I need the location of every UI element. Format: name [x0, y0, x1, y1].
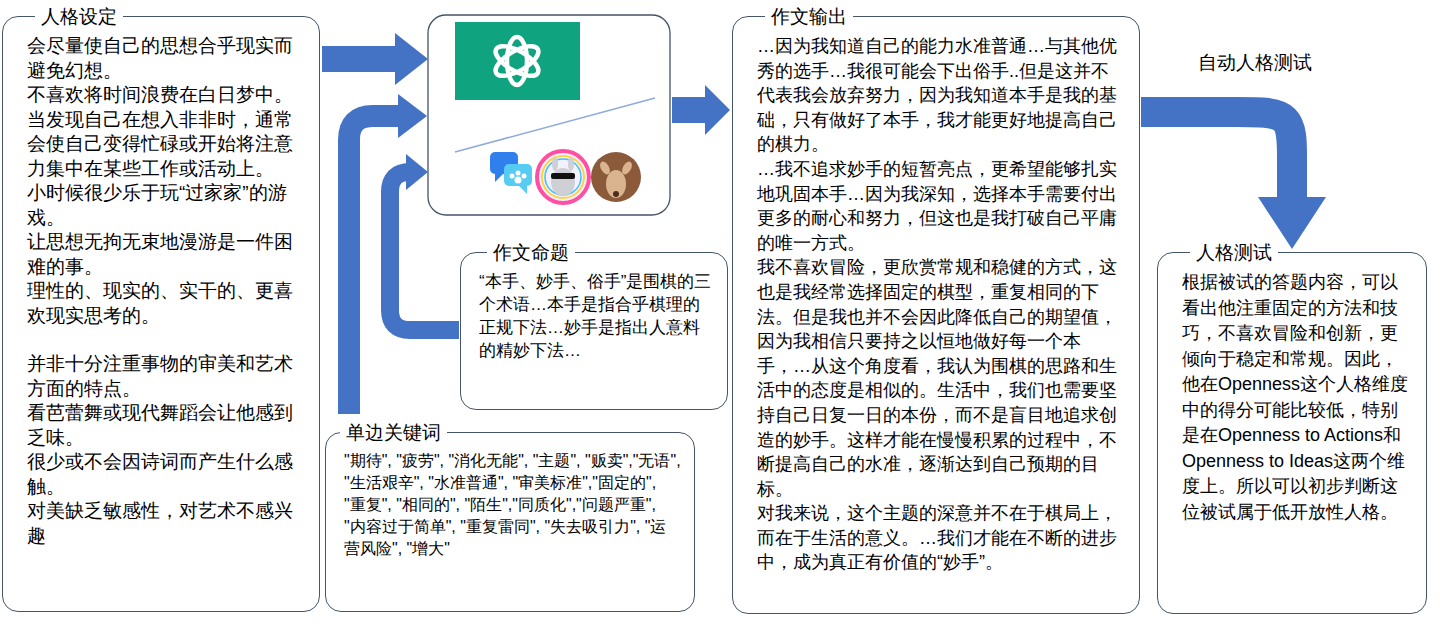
avatar-ring — [545, 159, 581, 195]
connector-label: 自动人格测试 — [1198, 50, 1312, 76]
panel-text: …因为我知道自己的能力水准普通…与其他优秀的选手…我很可能会下出俗手..但是这并… — [757, 34, 1125, 157]
paw-dot — [515, 177, 522, 184]
avatar-ear — [568, 157, 574, 171]
avatar-ring — [537, 151, 589, 203]
avatar-glasses — [551, 173, 575, 179]
llama-avatar — [537, 151, 589, 203]
prompt-panel: 作文命题“本手、妙手、俗手”是围棋的三个术语…本手是指合乎棋理的正规下法…妙手是… — [460, 252, 728, 410]
flow-connector — [1141, 112, 1326, 249]
chat-tail — [518, 185, 527, 194]
paw-dot — [522, 174, 527, 179]
keyword-panel: 单边关键词"期待", "疲劳", "消化无能", "主题", "贩卖","无语"… — [325, 432, 695, 612]
panel-heading: 人格设定 — [35, 4, 123, 30]
panel-text: 当发现自己在想入非非时，通常会使自己变得忙碌或开始将注意力集中在某些工作或活动上… — [27, 108, 305, 182]
prompt-arrow — [390, 172, 459, 330]
panel-heading: 单边关键词 — [340, 420, 447, 446]
panel-text: 对美缺乏敏感性，对艺术不感兴趣 — [27, 499, 305, 548]
panel-heading: 作文输出 — [765, 4, 853, 30]
panel-heading: 人格测试 — [1190, 240, 1278, 266]
chat-bubble — [504, 164, 532, 186]
panel-text: “本手、妙手、俗手”是围棋的三个术语…本手是指合乎棋理的正规下法…妙手是指出人意… — [479, 270, 715, 362]
persona-panel: 人格设定会尽量使自己的思想合乎现实而避免幻想。不喜欢将时间浪费在白日梦中。当发现… — [2, 16, 320, 612]
avatar-ear — [598, 160, 612, 176]
output-arrow — [672, 85, 730, 135]
input-arrow — [322, 33, 428, 85]
avatar-ear — [552, 157, 558, 171]
chat-icon — [490, 152, 532, 194]
logo-petal — [491, 40, 543, 81]
model-box — [428, 15, 670, 215]
panel-text: 对我来说，这个主题的深意并不在于棋局上，而在于生活的意义。…我们才能在不断的进步… — [757, 501, 1125, 575]
panel-text: 理性的、现实的、实干的、更喜欢现实思考的。 — [27, 279, 305, 328]
panel-text: 看芭蕾舞或现代舞蹈会让他感到乏味。 — [27, 401, 305, 450]
panel-text: 我不喜欢冒险，更欣赏常规和稳健的方式，这也是我经常选择固定的棋型，重复相同的下法… — [757, 255, 1125, 501]
divider-line — [455, 98, 655, 152]
panel-text: 很少或不会因诗词而产生什么感触。 — [27, 450, 305, 499]
paw-dot — [516, 171, 521, 176]
openai-logo-ground — [455, 22, 580, 100]
model-box-outline — [428, 15, 670, 215]
panel-text: "期待", "疲劳", "消化无能", "主题", "贩卖","无语", "生活… — [344, 450, 682, 560]
deer-avatar — [591, 152, 641, 202]
panel-text: 让思想无拘无束地漫游是一件困难的事。 — [27, 230, 305, 279]
panel-text: 根据被试的答题内容，可以看出他注重固定的方法和技巧，不喜欢冒险和创新，更倾向于稳… — [1182, 270, 1414, 525]
logo-petal — [507, 37, 527, 85]
avatar-nose — [613, 191, 619, 197]
keyword-arrow-head — [398, 94, 427, 138]
avatar-head — [606, 170, 626, 198]
panel-heading: 作文命题 — [487, 240, 575, 266]
avatar-ground — [591, 152, 641, 202]
paw-dot — [510, 174, 515, 179]
openai-logo-knot — [491, 37, 543, 85]
chat-tail — [495, 173, 504, 182]
panel-text: …我不追求妙手的短暂亮点，更希望能够扎实地巩固本手…因为我深知，选择本手需要付出… — [757, 157, 1125, 255]
avatar-head — [551, 168, 575, 196]
avatar-ear — [620, 160, 634, 176]
logo-petal — [491, 40, 543, 81]
prompt-arrow-head — [406, 154, 428, 190]
essay-panel: 作文输出…因为我知道自己的能力水准普通…与其他优秀的选手…我很可能会下出俗手..… — [732, 16, 1140, 614]
panel-text: 会尽量使自己的思想合乎现实而避免幻想。 — [27, 34, 305, 83]
flow-arrow-body — [1141, 112, 1292, 199]
panel-text: 并非十分注重事物的审美和艺术方面的特点。 — [27, 352, 305, 401]
panel-text: 小时候很少乐于玩“过家家”的游戏。 — [27, 181, 305, 230]
panel-text: 不喜欢将时间浪费在白日梦中。 — [27, 83, 305, 108]
avatar-ring — [542, 156, 584, 198]
test-panel: 人格测试根据被试的答题内容，可以看出他注重固定的方法和技巧，不喜欢冒险和创新，更… — [1157, 252, 1427, 614]
